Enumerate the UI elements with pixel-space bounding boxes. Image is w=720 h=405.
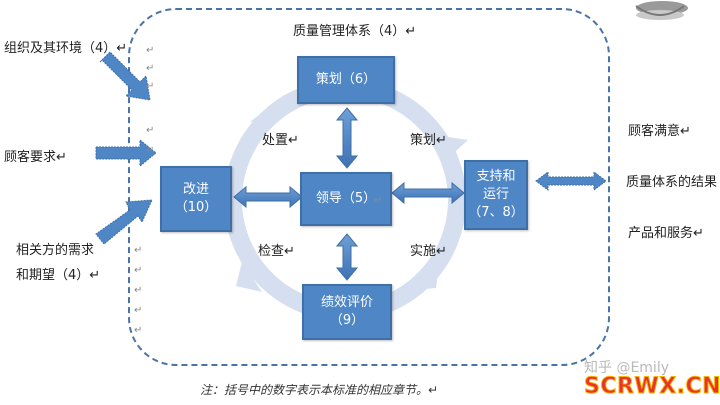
paragraph-mark: ↵: [134, 265, 143, 276]
box-performance-evaluation: 绩效评价 （9）: [302, 284, 392, 340]
box-improvement: 改进 （10）: [160, 166, 232, 232]
box-leadership: 领导（5）: [300, 172, 392, 226]
paragraph-mark: ↵: [374, 195, 383, 206]
paragraph-mark: ↵: [146, 81, 155, 92]
input-arrow-org: [99, 51, 151, 101]
input-arrow-customer: [95, 138, 157, 168]
cycle-arrowhead-right: [428, 134, 468, 160]
arrow-improve-leadership: [233, 185, 303, 209]
box-improvement-label-1: 改进: [182, 182, 209, 197]
cycle-label-do: 实施↵: [410, 244, 447, 259]
box-support-operation: 支持和 运行 （7、8）: [464, 160, 528, 230]
box-support-label-1: 支持和: [476, 169, 516, 184]
box-planning-label: 策划（6）: [315, 72, 377, 87]
paragraph-mark: ↵: [146, 63, 155, 74]
paragraph-mark: ↵: [146, 125, 155, 136]
box-support-label-2: 运行: [482, 187, 509, 202]
zhihu-watermark: 知乎 @Emily: [584, 360, 669, 376]
output-products-services: 产品和服务↵: [628, 226, 704, 241]
input-customer-requirements: 顾客要求↵: [4, 150, 67, 165]
arrow-plan-leadership: [335, 107, 359, 169]
cycle-label-check: 检查↵: [258, 244, 295, 259]
site-logo: SCRWX.CN: [583, 374, 720, 400]
box-evaluation-label-1: 绩效评价: [320, 295, 373, 310]
paragraph-mark: ↵: [146, 45, 155, 56]
input-organization-context: 组织及其环境（4）↵: [4, 41, 128, 56]
box-improvement-label-2: （10）: [174, 200, 218, 215]
paragraph-mark: ↵: [134, 305, 143, 316]
input-stakeholder-line-1: 相关方的需求: [16, 243, 95, 258]
cycle-arrowhead-top-left: [250, 95, 284, 122]
cycle-arrowhead-bottom-right: [414, 258, 440, 290]
input-stakeholder-line-2: 和期望（4）↵: [16, 268, 101, 283]
output-qms-results: 质量体系的结果: [626, 175, 718, 190]
paragraph-mark: ↵: [134, 245, 143, 256]
arrow-leadership-support: [391, 181, 465, 205]
output-customer-satisfaction: 顾客满意↵: [628, 124, 691, 139]
cycle-label-act: 处置↵: [262, 133, 299, 148]
qms-frame: [128, 8, 610, 366]
box-support-label-3: （7、8）: [468, 205, 524, 220]
cycle-arrowhead-bottom-left: [236, 262, 262, 292]
paragraph-mark: ↵: [134, 285, 143, 296]
paragraph-mark: ↵: [146, 145, 155, 156]
arrow-leadership-evaluation: [335, 233, 359, 281]
input-arrow-stakeholder: [95, 199, 153, 245]
footnote: 注：括号中的数字表示本标准的相应章节。↵: [200, 383, 439, 397]
box-planning: 策划（6）: [297, 56, 395, 104]
box-leadership-label: 领导（5）: [315, 191, 377, 206]
frame-title: 质量管理体系（4）↵: [293, 24, 417, 39]
box-evaluation-label-2: （9）: [329, 313, 365, 328]
cycle-label-plan: 策划↵: [410, 133, 447, 148]
output-arrow: [535, 171, 607, 191]
paragraph-mark: ↵: [134, 325, 143, 336]
